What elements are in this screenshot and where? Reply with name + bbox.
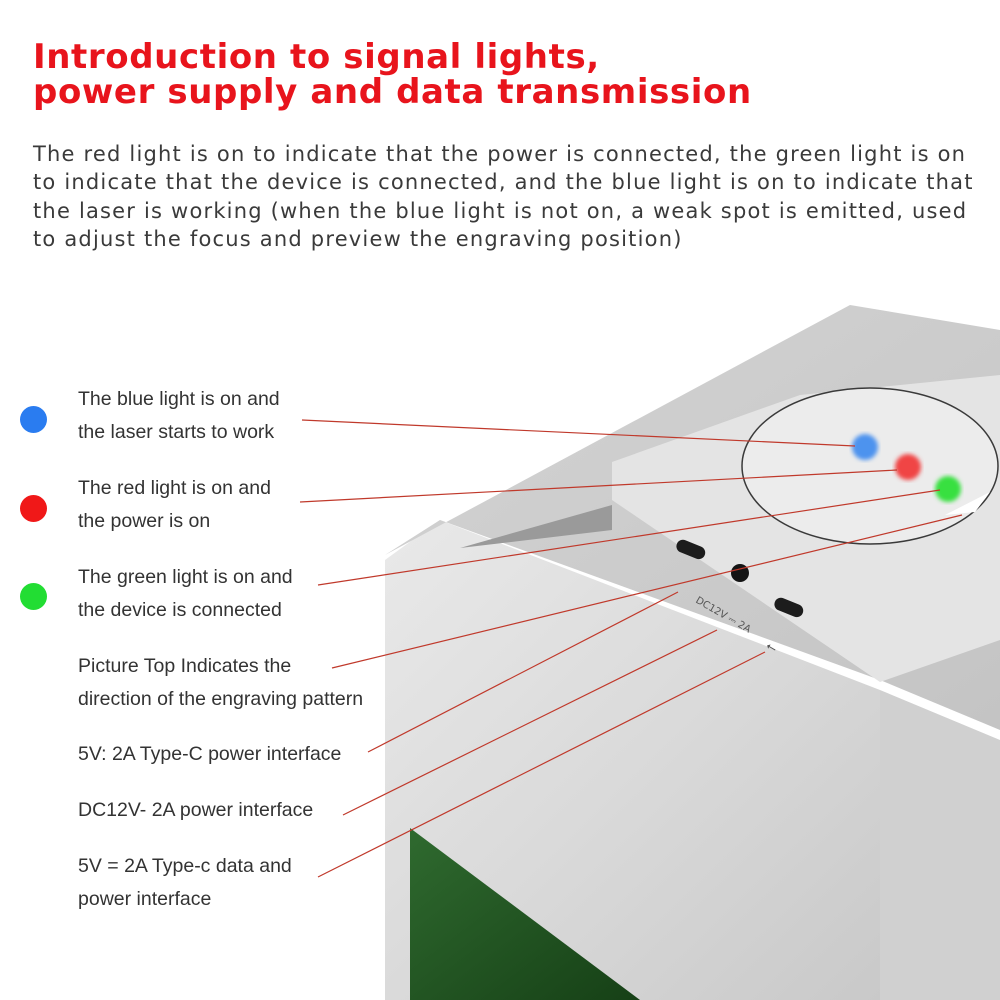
leader-line-green [317,489,941,586]
type-c-port-1 [676,539,706,560]
title-line-1: Introduction to signal lights, [33,37,600,77]
green-light-indicator [20,583,47,610]
callout-text: The blue light is on and [78,388,280,410]
led-blue [852,434,878,460]
red-light-indicator [20,495,47,522]
device-ridge [460,505,612,548]
led-red [895,454,921,480]
dc-jack-port [731,564,749,582]
device-right-face [880,690,1000,1000]
direction-arrow-icon [945,492,990,515]
callout-text: the power is on [78,510,211,532]
intro-text: The red light is on to indicate that the… [33,142,974,251]
blue-light-indicator [20,406,47,433]
callout-green-light: The green light is on and the device is … [78,561,293,627]
callout-typec-power: 5V: 2A Type-C power interface [78,738,341,771]
callout-direction: Picture Top Indicates the direction of t… [78,650,363,716]
callout-typec-data: 5V = 2A Type-c data and power interface [78,850,292,916]
type-c-port-2 [774,597,804,618]
led-panel-ring [741,387,999,545]
title-line-2: power supply and data transmission [33,72,752,112]
leader-line-typec-data [317,651,766,878]
leader-line-dc12v [342,629,718,816]
callout-red-light: The red light is on and the power is on [78,472,271,538]
device-side-face [385,520,880,1000]
callout-text: the device is connected [78,599,282,621]
callout-text: the laser starts to work [78,421,275,443]
callout-text: The green light is on and [78,566,293,588]
callout-text: 5V = 2A Type-c data and [78,855,292,877]
callout-text: DC12V- 2A power interface [78,799,314,821]
callout-text: power interface [78,888,212,910]
led-green [935,476,961,502]
callout-dc12v: DC12V- 2A power interface [78,794,313,827]
leader-line-typec-power [367,591,679,753]
leader-line-direction [331,514,963,669]
callout-blue-light: The blue light is on and the laser start… [78,383,280,449]
callout-text: direction of the engraving pattern [78,688,364,710]
page-title: Introduction to signal lights, power sup… [33,40,752,110]
leader-line-red [299,469,898,503]
callout-text: The red light is on and [78,477,271,499]
device-green-window [410,828,640,1000]
callout-text: 5V: 2A Type-C power interface [78,743,342,765]
callout-text: Picture Top Indicates the [78,655,292,677]
leader-lines [299,419,963,878]
leader-line-blue [301,419,856,447]
